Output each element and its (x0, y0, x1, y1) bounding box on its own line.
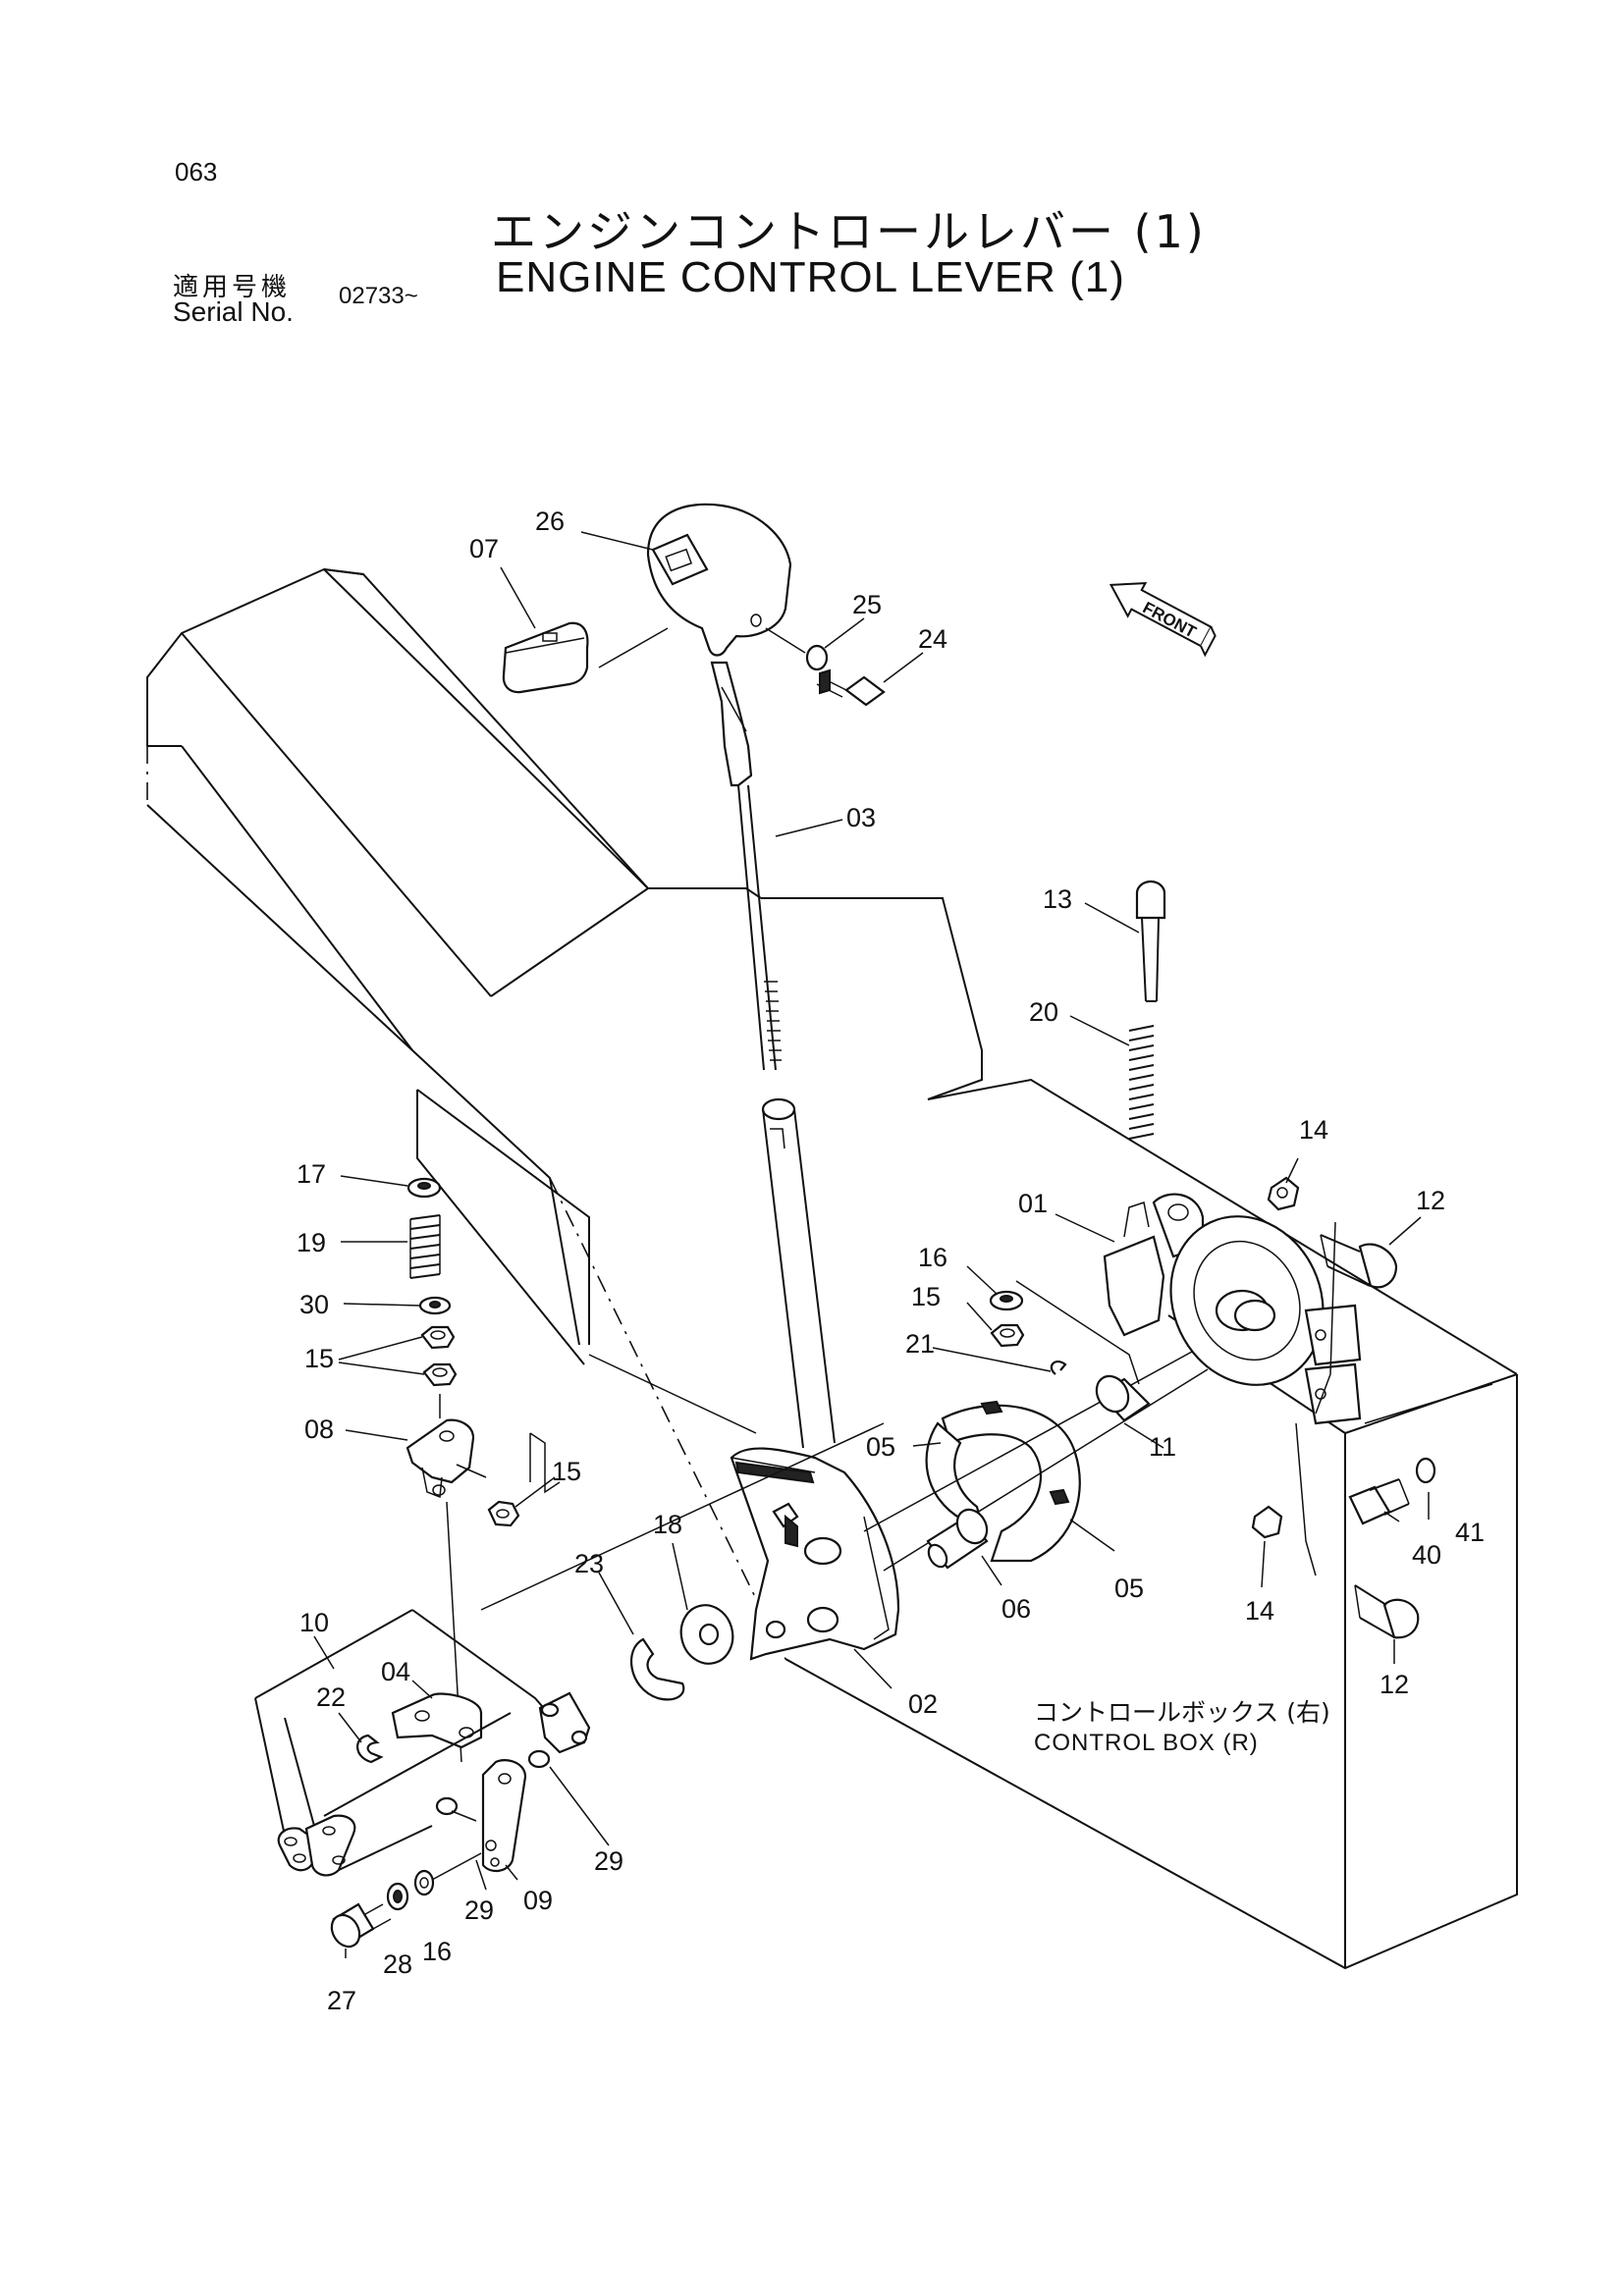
bolt-part-12-bottom (1354, 1584, 1420, 1639)
nut-part-14-bottom (1251, 1505, 1283, 1539)
callout-23: 23 (574, 1549, 604, 1578)
callout-labels: 26 07 25 24 03 13 20 14 12 01 16 15 21 0… (297, 507, 1485, 2015)
callout-19: 19 (297, 1228, 326, 1257)
washer-part-30 (418, 1296, 452, 1315)
lever-rod-part-03 (710, 661, 782, 1071)
bracket-part-02 (730, 1447, 900, 1661)
control-box-label-japanese: コントロールボックス (右) (1034, 1698, 1330, 1727)
detent-housing-part-01 (1103, 1193, 1325, 1386)
washer-part-28 (386, 1882, 409, 1911)
callout-04: 04 (381, 1657, 410, 1686)
callout-20: 20 (1029, 997, 1058, 1027)
callout-16-right: 16 (918, 1243, 947, 1272)
nut-part-15-lower (422, 1362, 458, 1387)
callout-40: 40 (1412, 1540, 1441, 1570)
washer-part-17 (406, 1177, 442, 1199)
leader-lines (313, 531, 1430, 1958)
callout-27: 27 (327, 1986, 356, 2015)
nut-part-14-top (1267, 1176, 1300, 1211)
callout-28: 28 (383, 1949, 412, 1979)
callout-14-top: 14 (1299, 1115, 1328, 1145)
pivot-pin (538, 1691, 591, 1754)
lever-tube (761, 1097, 836, 1449)
callout-05-right: 05 (1114, 1574, 1144, 1603)
clevis-part-08 (406, 1418, 487, 1499)
spring-part-20 (1128, 1025, 1155, 1140)
callout-25: 25 (852, 590, 882, 619)
page-number: 063 (175, 157, 218, 187)
callout-09: 09 (523, 1886, 553, 1915)
callout-29-left: 29 (464, 1896, 494, 1925)
link-plate-part-04 (391, 1692, 483, 1749)
callout-12-bottom: 12 (1380, 1670, 1409, 1699)
nut-part-15-right (487, 1500, 520, 1527)
bolt-part-12-top (1320, 1234, 1398, 1289)
rod-link-part-10 (254, 1609, 570, 1877)
clip-part-22 (356, 1734, 384, 1764)
control-box-label: CONTROL BOX (R) (1034, 1730, 1259, 1756)
callout-26: 26 (535, 507, 565, 536)
washer-part-41 (1415, 1457, 1436, 1484)
washer-part-16-right (989, 1290, 1024, 1311)
friction-plate-part-05 (941, 1400, 1081, 1563)
callout-08: 08 (304, 1415, 334, 1444)
washer-part-16 (413, 1869, 435, 1896)
callout-15-middle: 15 (552, 1457, 581, 1486)
callout-07: 07 (469, 534, 499, 563)
lever-plate-part-09 (481, 1759, 527, 1873)
screw-part-24 (816, 668, 886, 707)
nut-part-15-detent (990, 1323, 1025, 1348)
detent-bracket (1304, 1304, 1362, 1425)
clip-part-21 (1050, 1360, 1067, 1375)
page-title-japanese: エンジンコントロールレバー (1) (491, 205, 1207, 258)
callout-30: 30 (299, 1290, 329, 1319)
callout-11: 11 (1149, 1432, 1176, 1462)
serial-label: Serial No. (173, 296, 294, 327)
bushing-part-11 (1095, 1374, 1151, 1422)
callout-18: 18 (653, 1510, 682, 1539)
callout-17: 17 (297, 1159, 326, 1189)
callout-41: 41 (1455, 1518, 1485, 1547)
callout-21: 21 (905, 1329, 935, 1359)
washer-part-18 (679, 1604, 734, 1665)
spring-part-19 (409, 1214, 441, 1279)
nut-part-15-upper (420, 1325, 456, 1350)
knob-cap-part-07 (502, 621, 589, 694)
callout-14-bottom: 14 (1245, 1596, 1274, 1626)
callout-10: 10 (299, 1608, 329, 1637)
callout-01: 01 (1018, 1189, 1048, 1218)
callout-29-right: 29 (594, 1846, 623, 1876)
bolt-part-13 (1135, 880, 1166, 1002)
callout-24: 24 (918, 624, 947, 654)
callout-13: 13 (1043, 884, 1072, 914)
callout-05-left: 05 (866, 1432, 895, 1462)
callout-15-left: 15 (304, 1344, 334, 1373)
front-arrow-icon: FRONT (1109, 581, 1217, 658)
washer-part-25 (805, 644, 829, 671)
washer-part-29-right (527, 1749, 551, 1769)
callout-06: 06 (1001, 1594, 1031, 1624)
page-title: ENGINE CONTROL LEVER (1) (496, 253, 1125, 301)
serial-value: 02733~ (339, 283, 418, 309)
bolt-part-40 (1348, 1478, 1410, 1525)
callout-22: 22 (316, 1682, 346, 1712)
callout-03: 03 (846, 803, 876, 832)
lever-knob-part-26 (646, 503, 792, 657)
serial-label-japanese: 適用号機 (173, 273, 292, 302)
snap-ring-part-23 (629, 1637, 685, 1701)
callout-15-detent: 15 (911, 1282, 941, 1311)
callout-02: 02 (908, 1689, 938, 1719)
bolt-part-27 (330, 1902, 392, 1949)
pin-part-06 (926, 1508, 989, 1570)
washer-part-29-left (435, 1796, 459, 1816)
callout-12-top: 12 (1416, 1186, 1445, 1215)
callout-16-left: 16 (422, 1937, 452, 1966)
